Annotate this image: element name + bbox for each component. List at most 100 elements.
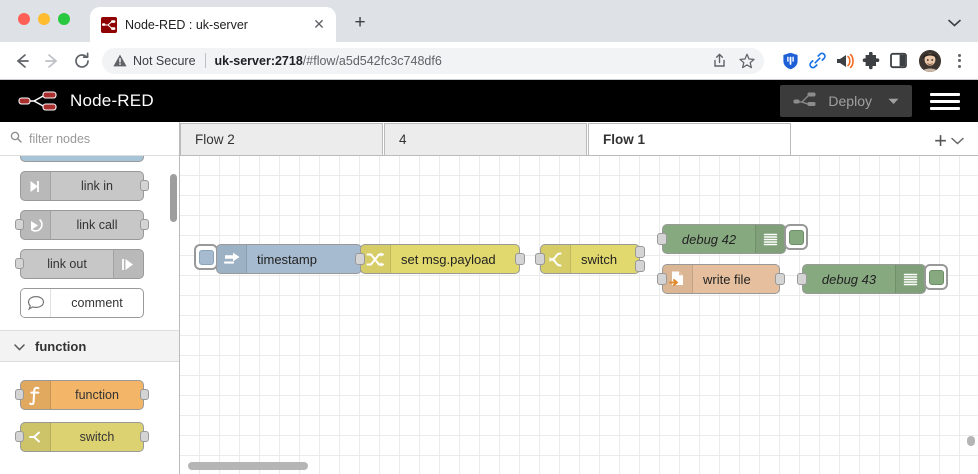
address-bar[interactable]: Not Secure uk-server:2718/#flow/a5d542fc… [102,47,764,74]
search-icon [10,130,22,148]
palette-node-link-in[interactable]: link in [20,171,149,201]
reload-icon[interactable] [68,47,96,75]
palette-node-clipped[interactable] [20,156,144,162]
wires-layer [180,156,480,306]
node-write-file[interactable]: write file [657,264,785,294]
url-host: uk-server:2718 [214,53,303,68]
extension-icons [772,49,970,73]
puzzle-extensions-icon[interactable] [859,49,883,73]
palette-node-link-call[interactable]: link call [15,210,149,240]
canvas-horizontal-scrollbar[interactable] [188,462,308,470]
tab-flow-2[interactable]: Flow 2 [180,123,383,155]
filter-nodes-input[interactable]: filter nodes [29,131,91,146]
flow-tab-bar: Flow 2 4 Flow 1 + [180,122,978,156]
node-debug-43[interactable]: debug 43 [797,264,926,294]
palette-node-function[interactable]: function [15,380,149,410]
main-menu-button[interactable] [930,92,960,110]
palette-search[interactable]: filter nodes [0,122,179,156]
browser-toolbar: Not Secure uk-server:2718/#flow/a5d542fc… [0,42,978,80]
node-red-favicon [101,16,117,33]
debug-43-toggle-button[interactable] [924,264,948,290]
add-flow-button[interactable]: + [934,128,947,153]
deploy-button[interactable]: Deploy [780,85,912,117]
deploy-main[interactable]: Deploy [780,85,884,117]
link-in-icon [21,172,51,200]
bookmark-star-icon[interactable] [734,48,760,74]
canvas-area: Flow 2 4 Flow 1 + [180,122,978,474]
tab-4[interactable]: 4 [384,123,587,155]
debug-42-toggle-button[interactable] [784,224,808,250]
switch-branch-icon [541,245,571,273]
output-port[interactable] [140,180,149,191]
node-red-header: Node-RED Deploy [0,80,978,122]
kebab-menu-icon[interactable] [948,50,970,72]
avatar[interactable] [919,49,941,72]
node-debug-42[interactable]: debug 42 [657,224,786,254]
tab-flow-1[interactable]: Flow 1 [588,123,791,155]
input-port[interactable] [535,253,545,265]
security-status-label: Not Secure [133,53,196,68]
shield-extension-icon[interactable] [778,49,802,73]
palette-node-switch[interactable]: switch [15,422,149,452]
maximize-window-button[interactable] [58,13,70,25]
output-port-2[interactable] [635,260,645,272]
input-port[interactable] [657,233,667,245]
close-window-button[interactable] [18,13,30,25]
output-port-1[interactable] [635,246,645,258]
node-switch[interactable]: switch [535,244,645,274]
close-icon[interactable]: ✕ [313,16,325,32]
share-icon[interactable] [706,48,732,74]
link-out-icon [113,250,143,278]
node-red-logo-icon [18,90,60,112]
palette-node-comment[interactable]: comment [20,288,144,318]
tab-label: 4 [399,132,407,147]
node-red-header-actions: Deploy [780,80,978,122]
megaphone-extension-icon[interactable] [832,49,856,73]
chevron-down-icon[interactable] [944,13,964,33]
palette-node-label: switch [79,430,115,444]
input-port[interactable] [657,273,667,285]
debug-lines-icon [755,225,785,253]
node-label: write file [703,271,751,287]
input-port[interactable] [15,258,24,269]
side-panel-icon[interactable] [886,49,910,73]
new-tab-button[interactable]: + [354,12,366,33]
deploy-caret-icon[interactable] [884,85,912,117]
node-label: debug 43 [821,271,877,287]
palette-node-link-out[interactable]: link out [15,249,144,279]
output-port[interactable] [515,253,525,265]
back-icon[interactable] [8,47,36,75]
input-port[interactable] [15,219,24,230]
input-port[interactable] [15,389,24,400]
palette-node-label: link in [81,179,113,193]
link-call-icon [21,211,51,239]
node-set-msg-payload[interactable]: set msg.payload [355,244,525,274]
file-write-icon [663,265,693,293]
minimize-window-button[interactable] [38,13,50,25]
input-port[interactable] [797,273,807,285]
security-status[interactable]: Not Secure [113,54,196,68]
node-timestamp[interactable]: timestamp [216,244,367,274]
output-port[interactable] [140,389,149,400]
input-port[interactable] [15,431,24,442]
input-port[interactable] [355,253,365,265]
warning-triangle-icon [113,54,127,67]
palette-scrollbar[interactable] [170,174,177,222]
omnibox-actions [706,48,760,74]
node-red-title: Node-RED [70,91,154,110]
canvas-vertical-scrollbar[interactable] [967,436,975,446]
window-traffic-lights [18,13,70,25]
flow-list-menu-icon[interactable] [951,132,964,150]
node-label: switch [581,251,618,267]
palette-category-function[interactable]: function [0,330,179,362]
output-port[interactable] [140,219,149,230]
browser-tab[interactable]: Node-RED : uk-server ✕ [90,7,336,42]
debug-lines-icon [895,265,925,293]
inject-trigger-button[interactable] [194,244,218,270]
link-extension-icon[interactable] [805,49,829,73]
flow-canvas[interactable]: timestamp set msg.payload switch [180,156,978,474]
output-port[interactable] [775,273,785,285]
output-port[interactable] [140,431,149,442]
forward-icon[interactable] [38,47,66,75]
canvas-grid [180,156,978,474]
